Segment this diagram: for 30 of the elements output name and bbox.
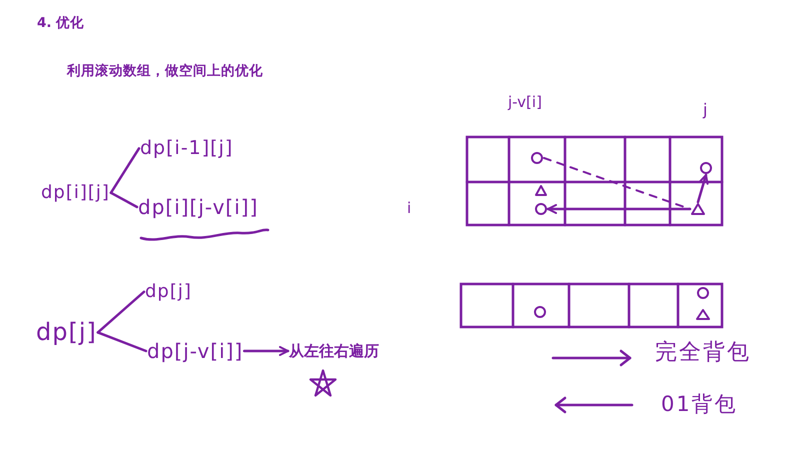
formula-text: dp[j-v[i]] (147, 339, 244, 363)
connector-line (110, 147, 140, 194)
circle-marker (535, 203, 547, 215)
row-label: i (407, 199, 412, 217)
formula-text: dp[i][j] (41, 182, 110, 204)
circle-marker (534, 306, 546, 318)
method-label: 完全背包 (655, 340, 751, 366)
formula-text: dp[i][j-v[i]] (138, 195, 258, 219)
connector-line (96, 331, 148, 352)
circle-marker (697, 287, 709, 299)
formula-text: dp[i-1][j] (140, 137, 234, 160)
formula-text: dp[j] (36, 318, 97, 347)
column-label: j (703, 100, 708, 120)
arrow (546, 204, 692, 214)
column-label: j-v[i] (508, 93, 542, 111)
circle-marker (700, 162, 712, 174)
connector-line (96, 290, 146, 334)
note-text: 从左往右遍历 (289, 342, 379, 360)
subtitle-text: 利用滚动数组，做空间上的优化 (67, 63, 263, 80)
dashed-line (543, 157, 691, 210)
arrow (242, 346, 290, 356)
method-label: 01背包 (661, 392, 738, 418)
triangle-marker (691, 203, 705, 215)
page-title: 4. 优化 (37, 15, 84, 32)
connector-line (110, 192, 138, 208)
arrow (696, 174, 709, 204)
formula-text: dp[j] (145, 281, 192, 303)
triangle-marker (696, 309, 710, 320)
triangle-marker (535, 185, 547, 196)
circle-marker (531, 152, 543, 164)
